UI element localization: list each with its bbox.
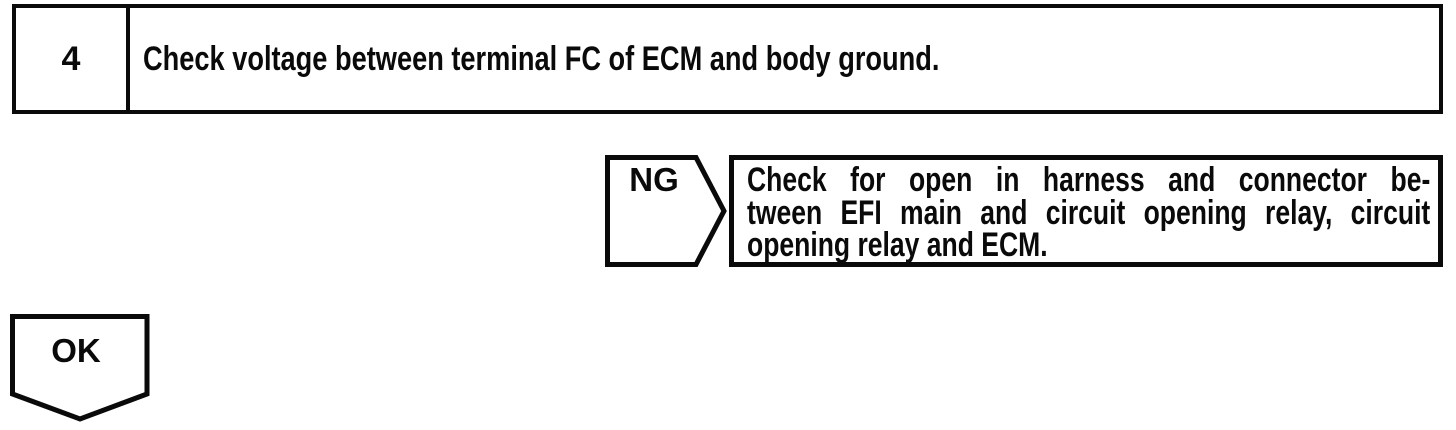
ng-action-text: Check for open in harness and connector …: [747, 161, 1431, 264]
ok-arrow-icon: [10, 314, 150, 422]
ng-action-box: Check for open in harness and connector …: [729, 155, 1443, 267]
ng-arrow-icon: [605, 155, 727, 267]
ok-label: OK: [51, 332, 101, 369]
ng-action-line: Check for open in harness and connector …: [747, 161, 1431, 199]
step-instruction: Check voltage between terminal FC of ECM…: [143, 39, 940, 78]
ng-action-line: opening relay and ECM.: [747, 226, 1048, 264]
ng-label: NG: [629, 161, 679, 198]
step-number-cell: 4: [16, 8, 130, 110]
ng-action-line: tween EFI main and circuit opening relay…: [747, 193, 1431, 232]
step-number: 4: [61, 39, 81, 78]
step-header: 4 Check voltage between terminal FC of E…: [12, 4, 1443, 114]
step-instruction-cell: Check voltage between terminal FC of ECM…: [130, 8, 1439, 110]
